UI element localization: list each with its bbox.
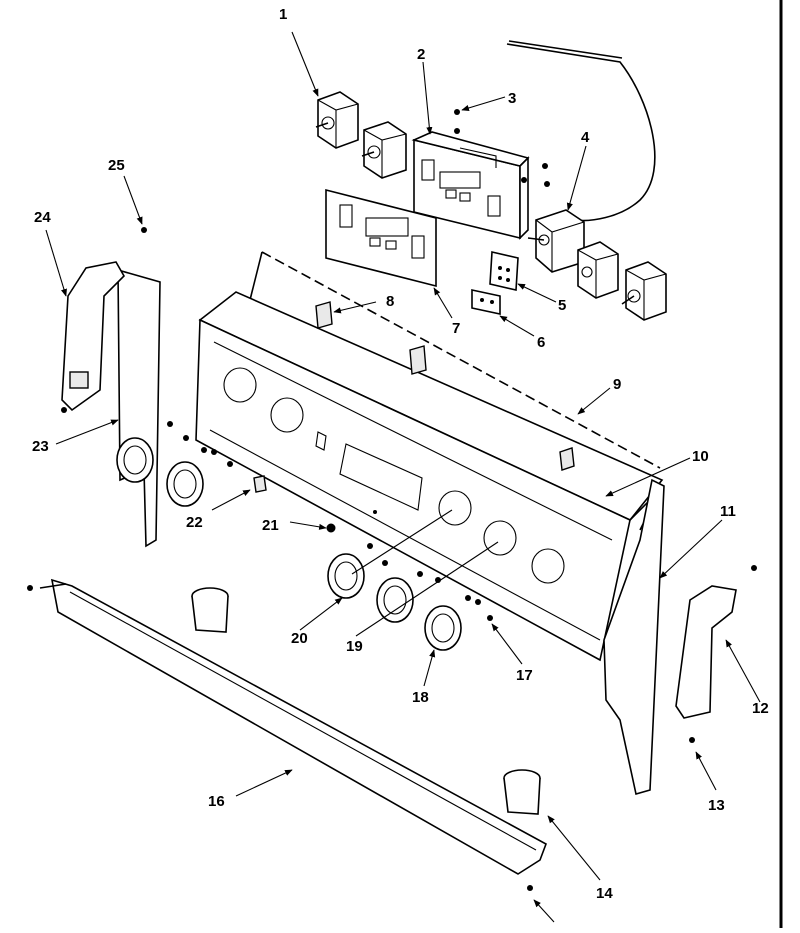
oven-selector-switch: [527, 209, 585, 273]
callout-6: 6: [537, 334, 545, 351]
lower-trim: [39, 578, 547, 875]
screws-part-3: [454, 109, 550, 187]
panel-screws: [27, 227, 757, 891]
end-bracket-left: [117, 268, 161, 548]
callout-5: 5: [558, 297, 566, 314]
control-knobs: [116, 437, 462, 651]
end-cap-clip: [69, 371, 89, 389]
callout-11: 11: [720, 503, 736, 520]
infinite-switch-left: [315, 91, 359, 149]
callout-22: 22: [186, 514, 203, 531]
terminal-block: [489, 251, 519, 291]
callout-3: 3: [508, 90, 516, 107]
wire-harness-2: [508, 40, 623, 59]
callout-1: 1: [279, 6, 287, 23]
callout-21: 21: [262, 517, 279, 534]
control-overlay: [325, 188, 437, 288]
callout-19: 19: [346, 638, 363, 655]
callout-7: 7: [452, 320, 460, 337]
infinite-switch-right: [577, 241, 619, 299]
backguard-panel: [195, 251, 664, 662]
end-bracket-right: [603, 478, 665, 796]
callout-14: 14: [596, 885, 613, 902]
callout-25: 25: [108, 157, 125, 174]
callout-8: 8: [386, 293, 394, 310]
callout-12: 12: [752, 700, 769, 717]
callout-16: 16: [208, 793, 225, 810]
callout-17: 17: [516, 667, 533, 684]
callout-labels: 1 2 3 4 5 6 7 8 9 10 11 12 13 14 16 17 1…: [32, 6, 769, 902]
indicator-light: [471, 289, 501, 315]
wire-harness: [506, 43, 656, 222]
callout-10: 10: [692, 448, 709, 465]
callout-18: 18: [412, 689, 429, 706]
callout-23: 23: [32, 438, 49, 455]
leader-lines: [45, 31, 761, 923]
electronic-control-module: [411, 131, 530, 240]
infinite-switch-left-2: [361, 121, 407, 179]
callout-4: 4: [581, 129, 590, 146]
callout-20: 20: [291, 630, 308, 647]
rocker-switches: [253, 301, 575, 493]
end-cap-right: [675, 585, 737, 719]
callout-24: 24: [34, 209, 51, 226]
callout-2: 2: [417, 46, 425, 63]
callout-9: 9: [613, 376, 621, 393]
infinite-switch-right-2: [621, 261, 667, 321]
callout-13: 13: [708, 797, 725, 814]
